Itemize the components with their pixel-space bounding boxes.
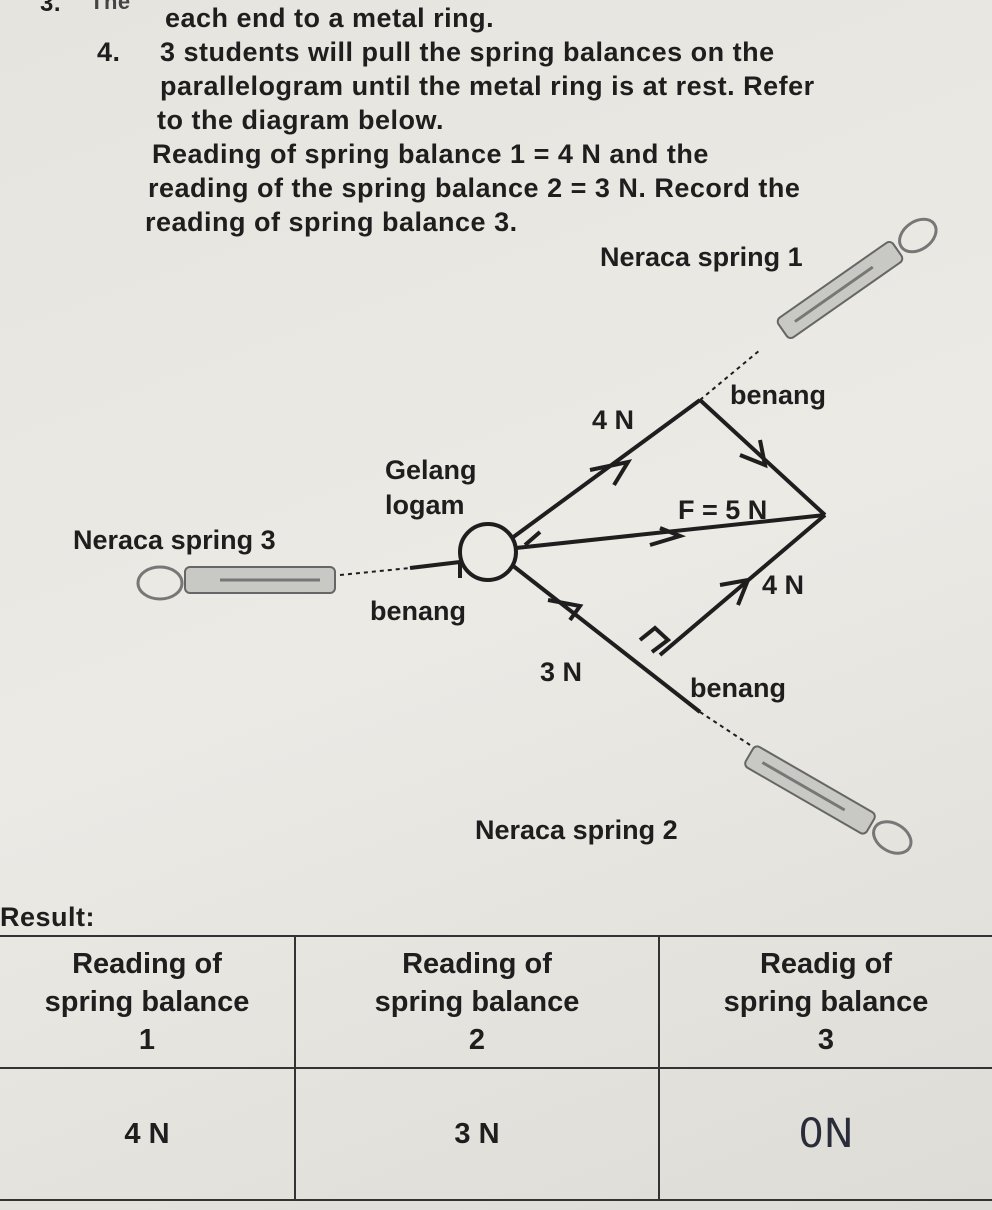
question-line: Reading of spring balance 1 = 4 N and th… xyxy=(152,139,709,169)
question-line: parallelogram until the metal ring is at… xyxy=(160,71,815,101)
label-spring-3: Neraca spring 3 xyxy=(73,525,276,555)
spring-balance-3-icon xyxy=(136,565,336,601)
label-ring-line2: logam xyxy=(385,490,465,520)
spring-balance-1-icon xyxy=(776,217,938,340)
value-spring-2: 3 N xyxy=(294,1067,660,1201)
prev-question-number: 3. xyxy=(40,0,62,17)
result-title: Result: xyxy=(0,902,96,932)
prev-question-fragment: The xyxy=(90,0,131,14)
arrow-resultant xyxy=(649,526,687,547)
force-diagram xyxy=(136,217,938,855)
parallelogram-bottom-right xyxy=(658,513,827,657)
string-2-side xyxy=(510,563,702,714)
arrow-4n-right-side xyxy=(739,439,768,469)
spring-balance-2-icon xyxy=(744,745,913,855)
string-1-side xyxy=(510,398,702,540)
label-force-right: 4 N xyxy=(762,570,805,600)
question-number: 4. xyxy=(97,37,121,67)
label-spring-1: Neraca spring 1 xyxy=(600,242,803,272)
label-string-left: benang xyxy=(370,596,467,626)
arrow-3n xyxy=(547,598,584,622)
string-3-side xyxy=(409,560,461,570)
metal-ring xyxy=(458,522,518,582)
label-spring-2: Neraca spring 2 xyxy=(475,815,678,845)
arrow-4n-top xyxy=(589,459,633,487)
question-line: reading of the spring balance 2 = 3 N. R… xyxy=(148,173,801,203)
prev-question-line: each end to a metal ring. xyxy=(165,3,495,33)
value-spring-3-handwritten: 0N xyxy=(658,1067,992,1201)
question-line: 3 students will pull the spring balances… xyxy=(160,37,775,67)
label-force-bottom: 3 N xyxy=(540,657,583,687)
right-angle-mark xyxy=(638,625,672,654)
label-force-top: 4 N xyxy=(592,405,635,435)
arrow-4n-right xyxy=(719,577,752,606)
question-line: reading of spring balance 3. xyxy=(145,207,518,237)
label-string-top: benang xyxy=(730,380,827,410)
value-spring-1: 4 N xyxy=(0,1067,296,1201)
label-resultant: F = 5 N xyxy=(678,495,768,525)
label-string-bottom: benang xyxy=(690,673,787,703)
label-ring-line1: Gelang xyxy=(385,455,477,485)
question-line: to the diagram below. xyxy=(157,105,445,135)
